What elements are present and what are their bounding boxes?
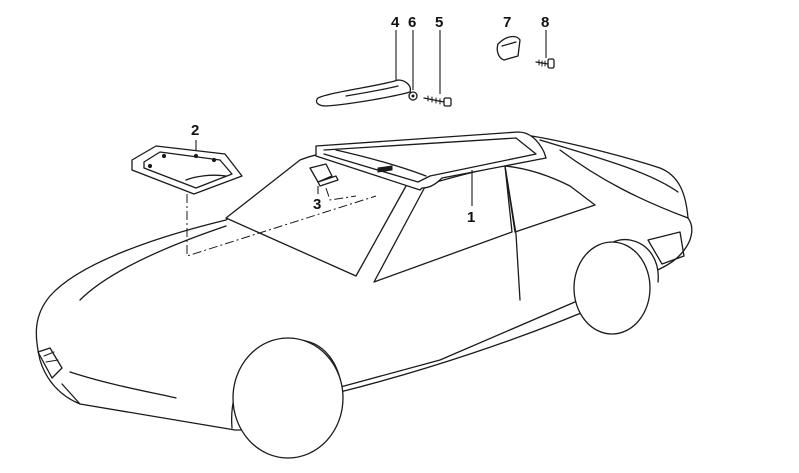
headlight <box>37 347 63 379</box>
part-3-clip-housing <box>309 163 339 187</box>
front-wheel <box>231 337 344 459</box>
kidney-grille <box>43 351 59 363</box>
callout-4: 4 <box>391 14 400 31</box>
trunk-line <box>559 149 689 219</box>
side-sill <box>339 299 613 393</box>
hood-crease <box>79 225 227 301</box>
panel-inner <box>143 151 233 189</box>
panel-lens <box>185 174 227 181</box>
panel-screw-3 <box>211 157 217 163</box>
rear-quarter <box>539 139 679 193</box>
sunroof-latch <box>377 165 393 173</box>
mounting-dashed-line-2 <box>186 194 377 257</box>
sunroof-glass <box>323 137 537 183</box>
callout-3: 3 <box>313 196 321 213</box>
screw-shaft <box>423 97 445 103</box>
front-bumper <box>69 371 177 399</box>
rear-side-window <box>504 165 596 233</box>
part-8-screw <box>535 58 555 69</box>
cap-body <box>496 35 521 61</box>
panel-screw-4 <box>147 163 153 169</box>
front-bumper-lower <box>61 383 81 405</box>
front-tire <box>232 337 344 459</box>
screw-thread <box>427 95 441 105</box>
rear-wheel <box>573 239 659 335</box>
part-5-screw <box>423 95 452 107</box>
rear-lamp <box>647 231 685 265</box>
washer-hole <box>411 94 415 98</box>
screw8-thread <box>538 59 546 67</box>
screw-head <box>443 97 452 107</box>
callout-6: 6 <box>408 14 416 31</box>
clip-body <box>309 163 333 183</box>
part-2-interior-panel <box>131 145 243 195</box>
panel-screw-2 <box>193 153 199 159</box>
part-7-cover-cap <box>496 35 521 61</box>
washer-ring <box>408 91 418 101</box>
panel-screw-1 <box>161 153 167 159</box>
callout-8: 8 <box>541 14 549 31</box>
clip-lip <box>317 175 339 187</box>
door-line <box>504 165 521 301</box>
callout-1: 1 <box>467 209 475 226</box>
part-4-grab-handle <box>315 79 412 107</box>
callout-7: 7 <box>503 14 511 31</box>
cap-slot <box>501 41 517 47</box>
callout-5: 5 <box>435 14 443 31</box>
part-1-sunroof-panel <box>315 131 547 191</box>
part-6-washer <box>408 91 418 101</box>
handle-grip <box>345 85 399 97</box>
screw8-head <box>547 58 555 69</box>
sunroof-inner-edge <box>335 149 427 177</box>
rear-tire <box>573 241 651 335</box>
callout-2: 2 <box>191 122 199 139</box>
mounting-dashed-line-3 <box>325 187 357 201</box>
